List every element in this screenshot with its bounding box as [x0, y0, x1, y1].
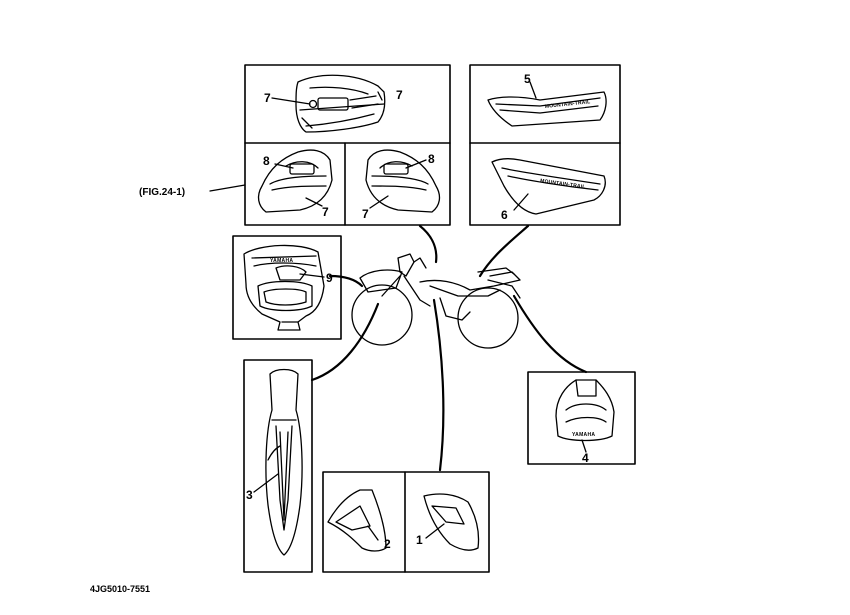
tank-decal-panel — [244, 64, 451, 226]
connector-fender — [310, 302, 380, 382]
connector-shroud — [432, 298, 445, 472]
part-number: 4JG5010-7551 — [90, 584, 150, 594]
stripe-text-upper: MOUNTAIN-TRAIL — [545, 99, 591, 110]
rear-cover-panel — [527, 371, 636, 465]
callout-7-tank-left: 7 — [322, 205, 329, 219]
connector-lines — [310, 224, 588, 472]
connector-tank — [418, 224, 438, 264]
fender-panel — [243, 359, 313, 573]
callout-6: 6 — [501, 208, 508, 222]
shroud-right — [423, 493, 480, 551]
connector-rear-cover — [512, 294, 588, 374]
tank-left-side — [257, 149, 333, 213]
headlight-panel — [232, 235, 342, 340]
callout-7-seat-right: 7 — [396, 88, 403, 102]
side-cover-upper — [487, 81, 607, 127]
callout-3: 3 — [246, 488, 253, 502]
shroud-panel — [322, 471, 490, 573]
stripe-text-lower: MOUNTAIN-TRAIL — [540, 178, 586, 190]
tank-right-side — [365, 149, 441, 213]
fig-reference: (FIG.24-1) — [139, 187, 185, 198]
connector-side-cover — [478, 224, 530, 278]
callout-7-seat-left: 7 — [264, 91, 271, 105]
fig-ref-leader — [209, 184, 246, 192]
callout-2: 2 — [384, 537, 391, 551]
callout-8-tank-right: 8 — [428, 152, 435, 166]
connector-headlight — [328, 274, 364, 288]
shroud-left — [327, 489, 387, 552]
side-cover-lower — [491, 158, 606, 215]
headlight-logo-text: YAMAHA — [270, 258, 293, 264]
callout-9: 9 — [326, 271, 333, 285]
tank-top-view — [271, 74, 386, 133]
rear-logo-text: YAMAHA — [572, 432, 595, 438]
callout-4: 4 — [582, 451, 589, 465]
callout-7-tank-right: 7 — [362, 207, 369, 221]
callout-1: 1 — [416, 533, 423, 547]
callout-labels: 7 7 8 7 8 7 5 6 9 3 4 2 1 (FIG.24-1) 4JG… — [90, 72, 595, 594]
side-cover-panel — [469, 64, 621, 226]
motorcycle-silhouette — [351, 253, 521, 349]
callout-5: 5 — [524, 72, 531, 86]
callout-8-tank-left: 8 — [263, 154, 270, 168]
